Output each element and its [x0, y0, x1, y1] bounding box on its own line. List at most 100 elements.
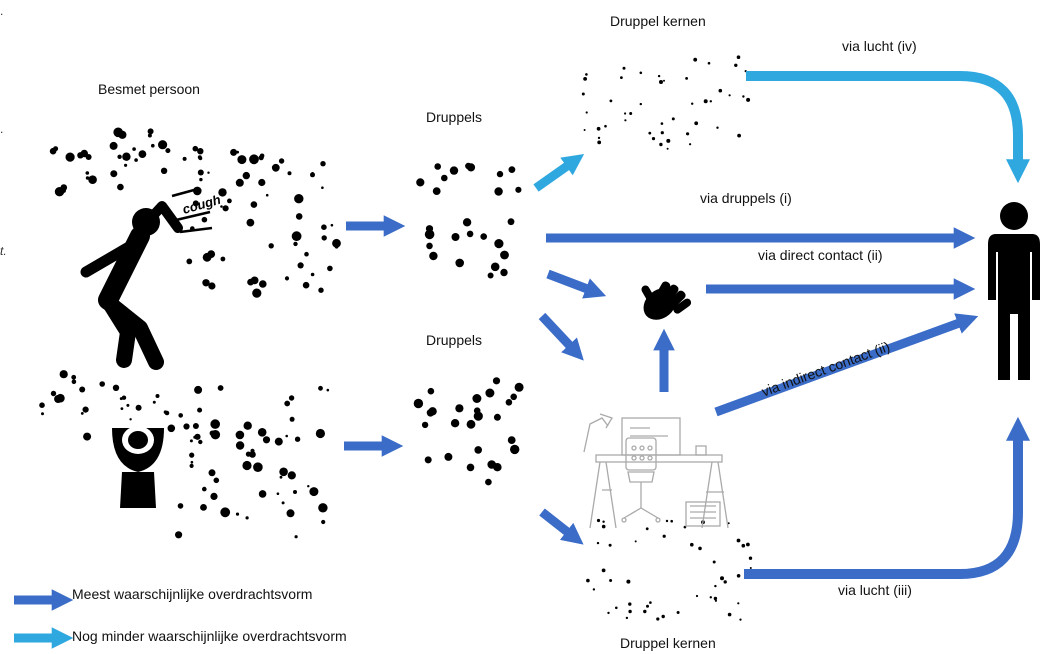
droplet-dot [639, 102, 642, 106]
route-droplets-i-label: via druppels (i) [700, 190, 792, 206]
droplet-dot [450, 419, 460, 428]
droplet-nuclei-top-label: Druppel kernen [610, 13, 706, 29]
droplet-nuclei-top-cloud [581, 55, 751, 150]
droplet-dot [289, 416, 295, 422]
droplet-dot [624, 112, 627, 115]
droplet-dot [597, 136, 601, 140]
droplet-dot [245, 451, 251, 457]
droplet-dot [736, 55, 741, 59]
droplet-dot [242, 171, 250, 180]
droplet-dot [258, 178, 266, 187]
droplet-dot [597, 140, 602, 145]
droplet-dot [670, 519, 673, 523]
droplet-dot [685, 77, 688, 80]
droplet-dot [428, 407, 437, 416]
droplet-dot [220, 205, 223, 208]
droplet-dot [601, 524, 606, 529]
droplet-dot [278, 158, 285, 164]
droplet-dot [235, 441, 245, 450]
droplet-dot [222, 205, 229, 212]
droplet-dot [494, 239, 504, 249]
droplet-dot [49, 147, 57, 155]
droplet-dot [189, 463, 194, 468]
route-air-iii-label: via lucht (iii) [838, 582, 912, 598]
droplet-dot [585, 73, 588, 76]
droplet-dot [662, 534, 666, 538]
droplet-dot [59, 370, 68, 379]
arrow-air-iv [746, 71, 1031, 184]
droplet-dot [71, 374, 77, 380]
droplet-dot [466, 230, 474, 238]
droplet-dot [294, 535, 298, 539]
arrow-desk-indirect-to-person [714, 313, 979, 417]
droplet-dot [474, 446, 483, 454]
droplet-dot [318, 385, 323, 391]
droplet-dot [247, 278, 255, 286]
droplet-dot [507, 436, 516, 444]
droplet-dot [620, 76, 623, 79]
droplet-dot [473, 407, 481, 415]
droplet-dot [691, 102, 694, 105]
droplet-dot [117, 154, 122, 159]
droplet-dot [434, 163, 442, 170]
droplet-dot [465, 162, 472, 170]
droplet-dot [645, 527, 649, 531]
droplet-dot [320, 161, 326, 167]
droplet-dot [485, 388, 495, 398]
droplet-dot [126, 403, 130, 407]
legend-less-likely-label: Nog minder waarschijnlijke overdrachtsvo… [72, 628, 347, 644]
droplet-dot [50, 390, 57, 397]
droplet-dot [274, 437, 283, 446]
droplet-dot [237, 155, 247, 165]
droplet-dot [657, 74, 661, 78]
droplet-dot [208, 282, 216, 290]
droplet-dot [321, 186, 324, 189]
route-direct-contact-label: via direct contact (ii) [758, 247, 883, 263]
droplet-dot [601, 568, 606, 573]
droplet-dot [749, 567, 752, 569]
droplet-dot [192, 200, 199, 207]
droplet-dot [276, 492, 280, 496]
droplet-dot [714, 599, 718, 602]
droplet-dot [714, 584, 717, 588]
droplet-dot [193, 186, 202, 196]
droplet-dot [249, 154, 259, 165]
droplet-dot [494, 187, 503, 196]
droplet-dot [202, 486, 207, 492]
droplet-dot [315, 428, 325, 439]
droplet-dot [218, 188, 227, 197]
droplet-dot [330, 223, 334, 227]
droplet-dot [693, 57, 698, 62]
droplet-dot [451, 233, 460, 241]
droplet-dot [236, 150, 240, 154]
droplet-dot [507, 218, 515, 226]
droplet-dot [165, 148, 171, 154]
droplet-dot [318, 503, 328, 513]
droplet-dot [183, 423, 190, 430]
droplet-nuclei-bottom-cloud [586, 518, 753, 621]
droplet-dot [321, 519, 326, 525]
cough-spray-left-cloud [49, 127, 202, 197]
droplet-dot [707, 61, 711, 65]
droplet-dot [326, 388, 330, 392]
droplet-dot [432, 187, 441, 196]
toilet-spray-right-cloud [175, 385, 330, 539]
droplets-top-cloud [416, 162, 522, 279]
droplet-dot [85, 176, 90, 180]
droplet-dot [202, 252, 212, 262]
droplet-dot [287, 171, 292, 176]
droplet-dot [676, 611, 680, 614]
droplet-dot [444, 452, 453, 461]
droplet-dot [99, 381, 105, 387]
droplet-dot [736, 538, 741, 543]
droplet-dot [262, 436, 271, 444]
droplet-dot [427, 387, 435, 395]
legend-most-likely-label: Meest waarschijnlijke overdrachtsvorm [72, 586, 313, 602]
droplet-dot [709, 100, 712, 103]
droplet-dot [746, 97, 751, 102]
droplet-dot [304, 251, 309, 257]
droplet-dot [734, 63, 738, 67]
standing-person-icon [988, 202, 1040, 380]
droplet-dot [288, 395, 295, 401]
